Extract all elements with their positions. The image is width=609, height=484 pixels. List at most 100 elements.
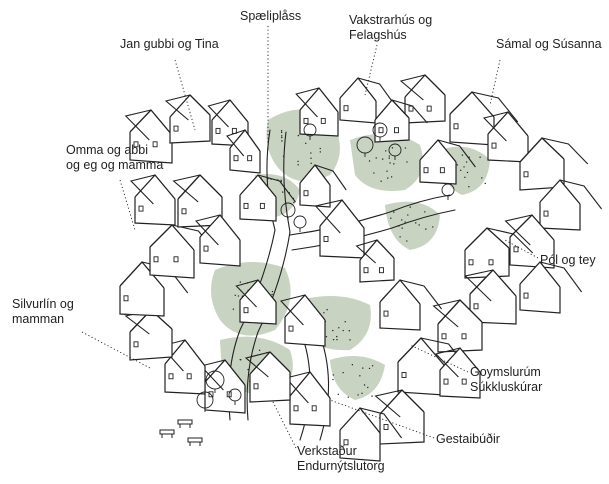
bench-2 [188,438,202,442]
stipple-dot [238,295,239,296]
stipple-dot [348,396,349,397]
label-samal: Sámal og Súsanna [496,37,602,52]
stipple-dot [342,372,343,373]
house-fill [340,78,376,123]
stipple-dot [424,211,425,212]
label-silvurlin-line1: Silvurlín og [12,297,74,312]
label-verkstadur-line1: Verkstaður [297,444,385,459]
stipple-dot [305,143,306,144]
stipple-dot [293,202,294,203]
house-23 [126,310,172,360]
house-fill [135,175,175,225]
label-vakstrarhus-line1: Vakstrarhús og [349,13,432,28]
stipple-dot [361,393,362,394]
stipple-dot [385,150,386,151]
stipple-dot [333,339,334,340]
label-spaeliplass-text: Spæliplåss [240,9,301,24]
stipple-dot [271,294,272,295]
stipple-dot [281,137,282,138]
stipple-dot [389,157,390,158]
stipple-dot [415,222,416,223]
stipple-dot [406,240,407,241]
house-fill [520,262,560,313]
stipple-dot [364,384,365,385]
stipple-dot [389,155,390,156]
stipple-dot [467,172,468,173]
stipple-dot [382,158,383,159]
label-jan: Jan gubbi og Tina [120,37,219,52]
stipple-dot [362,367,363,368]
label-spaeliplass: Spæliplåss [240,9,301,24]
stipple-dot [407,214,408,215]
house-13 [520,262,582,313]
bench-0 [160,430,174,434]
stipple-dot [336,336,337,337]
stipple-dot [375,157,376,158]
house-8 [520,138,588,190]
stipple-dot [457,164,458,165]
stipple-dot [393,163,394,164]
tree-5 [442,184,454,196]
label-goymslurum-line2: Súkkluskúrar [470,380,542,395]
stipple-dot [481,177,482,178]
stipple-dot [406,161,407,162]
stipple-dot [371,395,372,396]
label-samal-text: Sámal og Súsanna [496,37,602,52]
house-27 [131,175,175,225]
stipple-dot [392,147,393,148]
stipple-dot [401,219,402,220]
stipple-dot [373,172,374,173]
house-fill [375,100,409,142]
house-fill [470,270,516,324]
house-fill [405,75,445,123]
stipple-dot [479,157,480,158]
label-vakstrarhus: Vakstrarhús og Felagshús [349,13,432,43]
label-goymslurum-line1: Goymslurúm [470,365,542,380]
label-goymslurum: Goymslurúm Súkkluskúrar [470,365,542,395]
label-vakstrarhus-line2: Felagshús [349,28,432,43]
stipple-dot [235,295,236,296]
stipple-dot [485,183,486,184]
stipple-dot [405,147,406,148]
label-omma-line1: Omma og abbi [66,143,163,158]
stipple-dot [333,374,334,375]
stipple-dot [326,336,327,337]
stipple-dot [404,221,405,222]
house-fill [380,280,420,330]
stipple-dot [240,359,241,360]
stipple-dot [345,321,346,322]
tree-4 [294,216,306,228]
stipple-dot [460,170,461,171]
house-1 [166,95,210,143]
stipple-dot [393,211,394,212]
house-fill [320,200,364,258]
stipple-dot [401,227,402,228]
benches [160,420,202,446]
stipple-dot [297,161,298,162]
house-fill [420,140,456,184]
stipple-dot [369,160,370,161]
stipple-dot [281,140,282,141]
house-fill [130,310,172,360]
label-gestaibudir: Gestaibúðir [436,432,500,447]
house-fill [170,95,210,143]
label-omma: Omma og abbi og eg og mamma [66,143,163,173]
stipple-dot [372,365,373,366]
stipple-dot [349,339,350,340]
bench-1 [178,420,192,424]
house-35 [380,280,442,330]
stipple-dot [432,226,433,227]
stipple-dot [462,154,463,155]
house-fill [300,88,338,136]
house-3 [296,88,338,136]
label-omma-line2: og eg og mamma [66,158,163,173]
stipple-dot [418,224,419,225]
label-silvurlin: Silvurlín og mamman [12,297,74,327]
stipple-dot [349,330,350,331]
green-area-1 [350,134,423,191]
label-verkstadur-line2: Endurnýtslutorg [297,459,385,474]
stipple-dot [352,364,353,365]
stipple-dot [357,394,358,395]
label-verkstadur: Verkstaður Endurnýtslutorg [297,444,385,474]
